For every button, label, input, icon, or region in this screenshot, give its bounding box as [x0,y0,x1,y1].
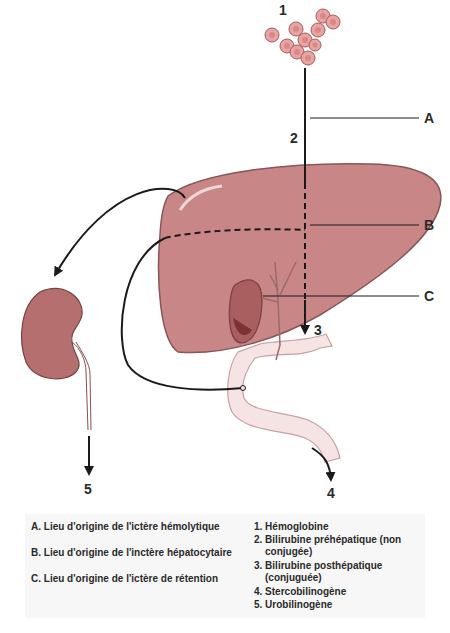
cell-centres [269,13,336,61]
bile-ducts [262,262,296,360]
liver [159,164,441,353]
leader-lines [263,118,419,296]
key-entry: 3. Bilirubine posthépatique (conjuguée) [254,560,430,584]
callout-letter: A [424,110,434,126]
kidney [22,289,83,379]
key-entry: A. Lieu d'origine de l'ictère hémolytiqu… [31,521,242,533]
key-entry: 4. Stercobilinogène [254,586,430,598]
callout-number: 3 [314,322,322,338]
callout-letter: C [424,288,434,304]
callout-number: 5 [84,481,92,497]
ureter [72,342,91,430]
callout-number: 1 [279,2,287,18]
liver-highlight [180,186,222,210]
gallbladder-shade [233,318,252,335]
intestine [228,334,340,462]
red-blood-cells [265,9,340,65]
callout-letter: B [424,217,434,233]
key-entry: 1. Hémoglobine [254,521,430,533]
callout-number: 2 [290,130,298,146]
key-entry: 2. Bilirubine préhépatique (non conjugée… [254,534,430,558]
gallbladder [229,280,262,343]
pathway-lines [55,68,331,480]
duct-opening [241,386,246,391]
key-entry: 5. Urobilinogène [254,599,430,611]
key-entry: B. Lieu d'origine de l'inctère hépatocyt… [31,547,242,559]
callout-number: 4 [327,485,335,501]
key-entry: C. Lieu d'origine de l'ictère de rétenti… [31,573,242,585]
